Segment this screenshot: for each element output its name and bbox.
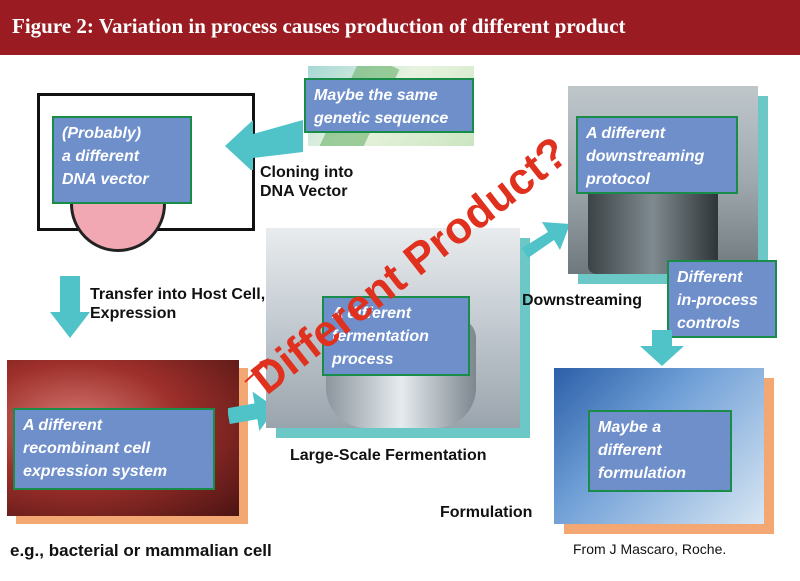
- fermentation-caption: Large-Scale Fermentation: [290, 447, 487, 464]
- overlay-arrow: [244, 358, 269, 383]
- arrow-to-vector: [225, 120, 303, 170]
- host-cell-caption: e.g., bacterial or mammalian cell: [10, 541, 272, 560]
- figure-header: Figure 2: Variation in process causes pr…: [0, 0, 800, 55]
- arrow-to-formulation: [640, 330, 684, 366]
- arrow-down-transfer: [50, 276, 90, 338]
- downstreaming-caption: Downstreaming: [522, 292, 643, 309]
- figure-title: Figure 2: Variation in process causes pr…: [12, 14, 626, 38]
- source-credit: From J Mascaro, Roche.: [573, 541, 727, 557]
- formulation-caption: Formulation: [440, 504, 533, 521]
- transfer-caption: Transfer into Host Cell,Expression: [90, 286, 266, 322]
- arrow-to-fermentation: [228, 392, 276, 432]
- arrow-to-downstreaming: [522, 222, 570, 258]
